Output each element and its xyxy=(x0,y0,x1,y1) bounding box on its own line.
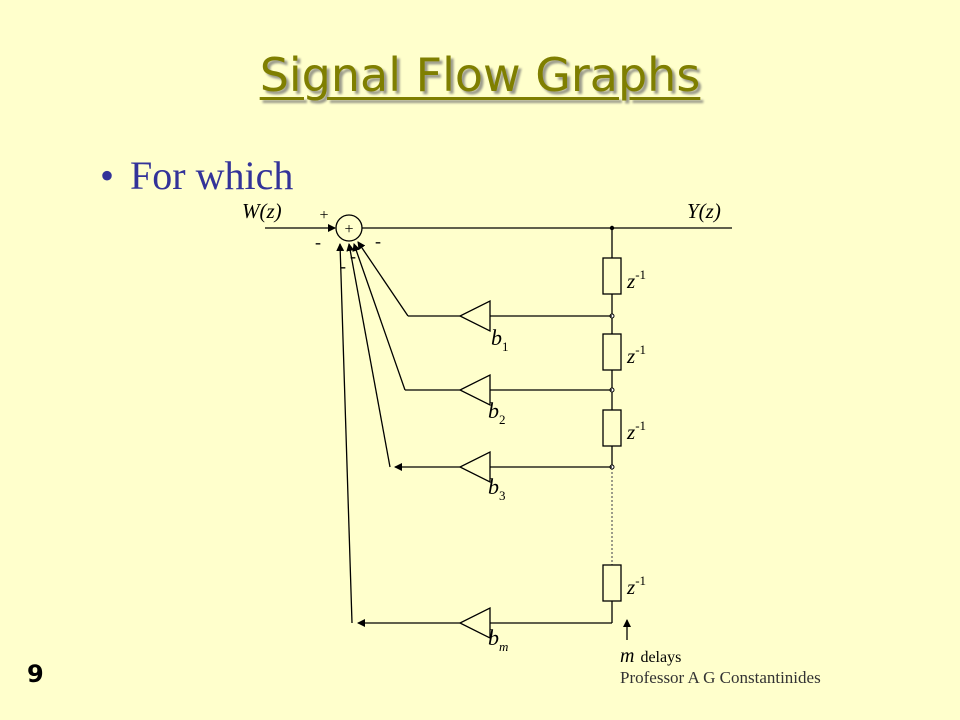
coef-label-3: b3 xyxy=(488,474,506,503)
node-output xyxy=(609,225,615,231)
feedback-arrow-m xyxy=(336,243,353,624)
delay-box-1 xyxy=(602,257,622,295)
minus-sign-4: - xyxy=(340,256,346,276)
input-plus-sign: + xyxy=(319,207,328,224)
delay-box-2 xyxy=(602,333,622,371)
bullet-dot: • xyxy=(100,153,115,198)
gain-triangle-m xyxy=(458,606,491,640)
coef-label-2: b2 xyxy=(488,398,506,427)
delay-label-1: z-1 xyxy=(626,267,646,293)
bullet-point: • For which xyxy=(100,152,293,199)
page-number: 9 xyxy=(27,660,44,688)
gain-triangle-1 xyxy=(458,299,491,333)
feedback-arrow-3 xyxy=(346,243,391,468)
delay-label-m: z-1 xyxy=(626,573,646,599)
delay-box-3 xyxy=(602,409,622,447)
footer-author: Professor A G Constantinides xyxy=(620,668,821,687)
bullet-text: For which xyxy=(130,153,294,198)
gain-triangle-2 xyxy=(458,373,491,407)
minus-sign-1: - xyxy=(315,232,321,252)
delay-box-m xyxy=(602,564,622,602)
slide-title: Signal Flow Graphs xyxy=(259,48,701,102)
delay-label-3: z-1 xyxy=(626,418,646,444)
minus-sign-3: - xyxy=(350,246,356,266)
output-label: Y(z) xyxy=(687,199,721,223)
coef-label-1: b1 xyxy=(491,325,509,354)
input-label: W(z) xyxy=(242,199,282,223)
adder-sign: + xyxy=(344,221,353,238)
minus-sign-2: - xyxy=(375,231,381,251)
coef-label-m: bm xyxy=(488,625,508,654)
feedback-arrow-2 xyxy=(352,243,406,391)
gain-triangle-3 xyxy=(458,450,491,484)
delay-label-2: z-1 xyxy=(626,342,646,368)
feedback-arrow-1 xyxy=(357,241,409,317)
